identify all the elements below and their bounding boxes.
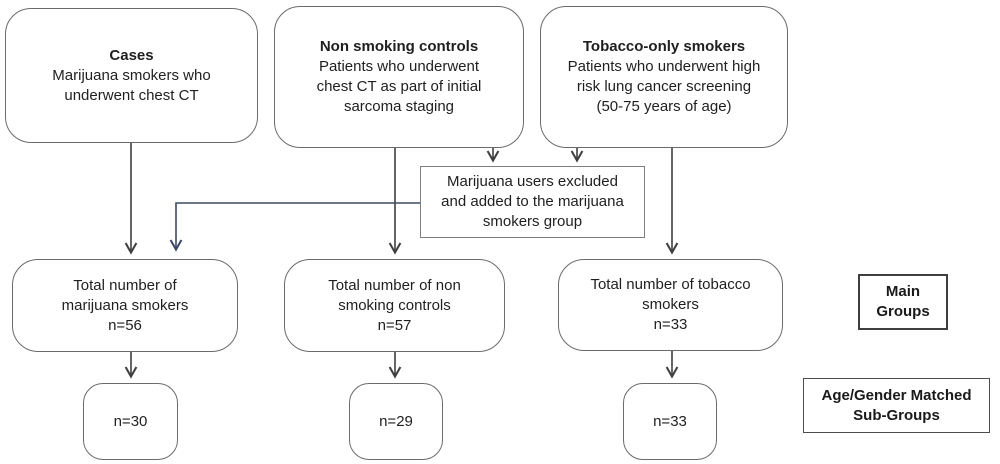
cases-description: Marijuana smokers who underwent chest CT bbox=[52, 66, 211, 104]
total-tobacco-smokers-text: Total number of tobacco smokers bbox=[590, 276, 751, 313]
exclusion-note-box: Marijuana users excluded and added to th… bbox=[420, 166, 645, 238]
total-marijuana-smokers-text: Total number of marijuana smokers bbox=[61, 276, 189, 314]
non-smoking-controls-title: Non smoking controls bbox=[319, 38, 479, 55]
total-non-smoking-controls-n: n=57 bbox=[377, 316, 412, 334]
legend-main-groups-label: Main Groups bbox=[876, 283, 930, 320]
subgroup-marijuana-n: n=30 bbox=[113, 412, 148, 430]
tobacco-only-smokers-description: Patients who underwent high risk lung ca… bbox=[567, 58, 761, 115]
legend-main-groups: Main Groups bbox=[858, 274, 948, 330]
legend-sub-groups-label: Age/Gender Matched Sub-Groups bbox=[821, 386, 972, 424]
subgroup-tobacco-n: n=33 bbox=[653, 412, 687, 430]
total-non-smoking-controls-box: Total number of non smoking controls n=5… bbox=[284, 259, 505, 352]
subgroup-controls-n: n=29 bbox=[379, 412, 413, 430]
subgroup-controls-box: n=29 bbox=[349, 383, 443, 460]
total-marijuana-smokers-n: n=56 bbox=[108, 316, 142, 334]
exclusion-note-text: Marijuana users excluded and added to th… bbox=[441, 173, 624, 230]
total-tobacco-smokers-n: n=33 bbox=[653, 316, 688, 333]
subgroup-tobacco-box: n=33 bbox=[623, 383, 717, 460]
total-marijuana-smokers-box: Total number of marijuana smokers n=56 bbox=[12, 259, 238, 352]
tobacco-only-smokers-title: Tobacco-only smokers bbox=[582, 38, 746, 55]
non-smoking-controls-box: Non smoking controls Patients who underw… bbox=[274, 6, 524, 148]
non-smoking-controls-description: Patients who underwent chest CT as part … bbox=[316, 58, 482, 115]
legend-sub-groups: Age/Gender Matched Sub-Groups bbox=[803, 378, 990, 433]
total-non-smoking-controls-text: Total number of non smoking controls bbox=[328, 276, 461, 314]
tobacco-only-smokers-box: Tobacco-only smokers Patients who underw… bbox=[540, 6, 788, 148]
subgroup-marijuana-box: n=30 bbox=[83, 383, 178, 460]
cases-title: Cases bbox=[109, 46, 154, 64]
total-tobacco-smokers-box: Total number of tobacco smokers n=33 bbox=[558, 259, 783, 351]
arrow-exclusion-to-total-marijuana bbox=[169, 202, 420, 252]
cases-box: Cases Marijuana smokers who underwent ch… bbox=[5, 8, 258, 143]
